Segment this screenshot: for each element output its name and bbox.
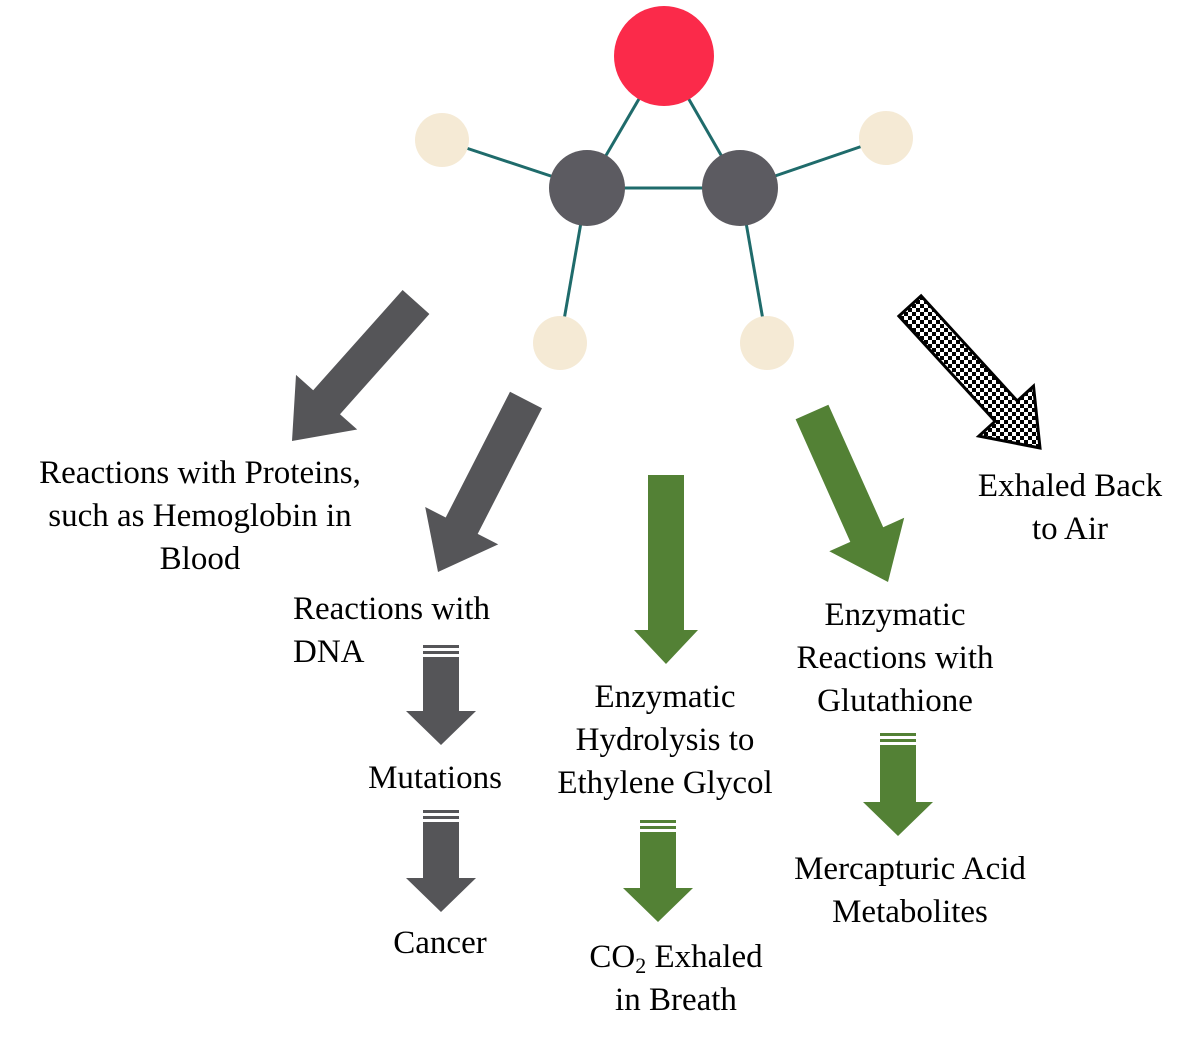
arrow-glutathione-to-mercapturic-body xyxy=(863,745,933,836)
hydrogen-atom-top-right xyxy=(859,111,913,165)
hydrogen-atom-bottom-right xyxy=(740,316,794,370)
arrow-to-dna xyxy=(425,391,542,572)
label-line: Ethylene Glycol xyxy=(557,765,773,801)
arrow-mutations-to-cancer xyxy=(406,810,476,912)
label-reactions-with-dna: Reactions with DNA xyxy=(293,588,490,674)
label-mercapturic-acid: Mercapturic Acid Metabolites xyxy=(770,848,1050,934)
label-line: CO2 Exhaled xyxy=(560,936,792,979)
arrow-hydrolysis-to-co2-body xyxy=(623,832,693,922)
label-line: Mercapturic Acid xyxy=(794,851,1026,887)
carbon-atom-right xyxy=(702,150,778,226)
label-line: Enzymatic xyxy=(824,597,966,633)
label-line: Blood xyxy=(159,541,241,577)
arrow-to-hydrolysis xyxy=(634,475,698,664)
label-line: Hydrolysis to xyxy=(575,722,755,758)
label-cancer: Cancer xyxy=(350,922,530,965)
label-line: Mutations xyxy=(368,760,502,796)
label-enzymatic-hydrolysis: Enzymatic Hydrolysis to Ethylene Glycol xyxy=(540,676,790,805)
arrow-to-glutathione xyxy=(795,404,905,582)
co2-subscript: 2 xyxy=(635,953,647,978)
co2-suffix: Exhaled xyxy=(646,939,763,975)
arrow-glutathione-to-mercapturic-stripe xyxy=(880,739,916,742)
label-reactions-with-proteins: Reactions with Proteins, such as Hemoglo… xyxy=(20,452,380,581)
arrow-glutathione-to-mercapturic-stripe xyxy=(880,733,916,736)
label-line: Glutathione xyxy=(817,683,973,719)
arrow-dna-to-mutations-body xyxy=(406,657,476,745)
label-line: Reactions with xyxy=(293,591,491,627)
hydrogen-atom-bottom-left xyxy=(533,316,587,370)
arrow-hydrolysis-to-co2-stripe xyxy=(640,820,676,823)
hydrogen-atom-top-left xyxy=(415,113,469,167)
arrow-dna-to-mutations-stripe xyxy=(423,645,459,648)
arrow-dna-to-mutations-stripe xyxy=(423,651,459,654)
oxygen-atom xyxy=(614,6,714,106)
label-enzymatic-glutathione: Enzymatic Reactions with Glutathione xyxy=(770,594,1020,723)
label-line: Cancer xyxy=(393,925,487,961)
arrow-dna-to-mutations xyxy=(406,645,476,745)
label-line: Enzymatic xyxy=(594,679,736,715)
carbon-atom-left xyxy=(549,150,625,226)
label-line: Exhaled Back xyxy=(977,468,1163,504)
label-line: in Breath xyxy=(615,982,737,1018)
label-line: DNA xyxy=(293,634,365,670)
label-line: Reactions with Proteins, xyxy=(39,455,361,491)
label-co2-exhaled: CO2 Exhaled in Breath xyxy=(560,936,792,1022)
label-line: Reactions with xyxy=(796,640,994,676)
label-line: Metabolites xyxy=(832,894,988,930)
arrow-hydrolysis-to-co2-stripe xyxy=(640,826,676,829)
arrow-glutathione-to-mercapturic xyxy=(863,733,933,836)
arrow-mutations-to-cancer-stripe xyxy=(423,810,459,813)
co2-prefix: CO xyxy=(589,939,636,975)
molecule-atoms xyxy=(415,6,913,370)
label-line: to Air xyxy=(1031,511,1109,547)
label-exhaled-back-to-air: Exhaled Back to Air xyxy=(960,465,1180,551)
pathway-arrows xyxy=(292,290,1042,922)
arrow-hydrolysis-to-co2 xyxy=(623,820,693,922)
arrow-to-proteins xyxy=(292,290,430,441)
label-mutations: Mutations xyxy=(340,757,530,800)
arrow-to-exhaled-air xyxy=(896,293,1042,450)
arrow-mutations-to-cancer-body xyxy=(406,822,476,912)
label-line: such as Hemoglobin in xyxy=(48,498,352,534)
arrow-mutations-to-cancer-stripe xyxy=(423,816,459,819)
